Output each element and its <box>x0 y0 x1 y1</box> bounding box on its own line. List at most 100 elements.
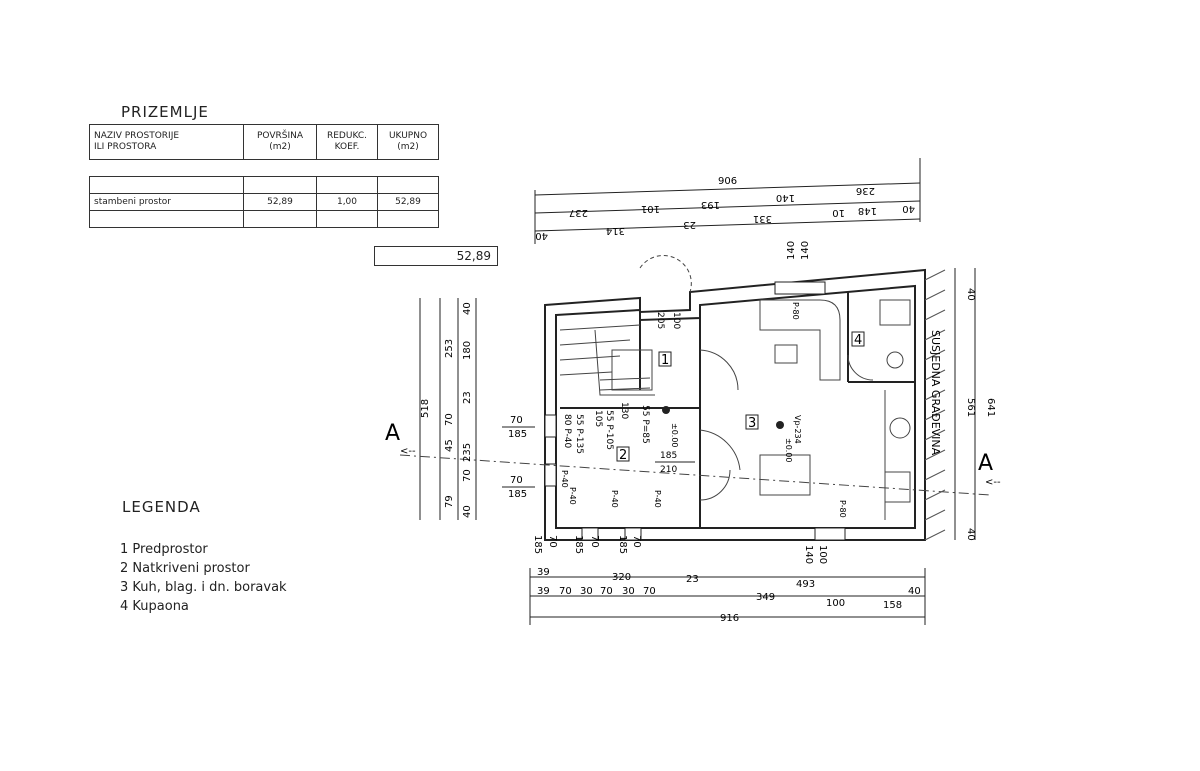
window <box>624 527 642 541</box>
legend-item: 2 Natkriveni prostor <box>120 561 250 576</box>
dimension-line-top-2 <box>534 200 921 214</box>
dim-label: 55 P-135 <box>574 414 584 454</box>
door-swing <box>699 469 731 501</box>
dim-label: 210 <box>660 465 677 475</box>
window <box>544 414 557 438</box>
dim-label: 518 <box>420 399 431 418</box>
dim-label: 105 <box>593 410 603 427</box>
dim-label: 101 <box>641 203 660 214</box>
dim-label: 236 <box>856 185 875 196</box>
dim-total: 916 <box>720 613 739 624</box>
dim-label: 185 <box>508 429 527 440</box>
dim-label: 314 <box>606 225 625 236</box>
dim-label: 23 <box>462 391 473 404</box>
dim-label: 40 <box>908 586 921 597</box>
dim-label: 349 <box>756 592 775 603</box>
room-number: 1 <box>661 353 669 368</box>
dim-label: 70 <box>643 586 656 597</box>
table-row: stambeni prostor 52,89 1,00 52,89 <box>89 193 439 211</box>
dim-label: 39 <box>537 567 550 578</box>
dim-label: 70 <box>547 535 558 548</box>
dim-label: 130 <box>619 402 629 419</box>
door-swing <box>699 349 739 391</box>
dim-label: 70 <box>559 586 572 597</box>
dim-label: 158 <box>883 600 902 611</box>
parapet-label: Vp-234 <box>793 415 802 444</box>
dim-label: 140 <box>800 241 811 260</box>
dim-label: 140 <box>803 545 814 564</box>
dim-label: 180 <box>462 341 473 360</box>
window <box>544 463 557 487</box>
dim-label: 70 <box>589 535 600 548</box>
dim-label: 55 P=85 <box>640 405 650 444</box>
dim-label: 40 <box>965 288 976 301</box>
neighbour-label: SUSJEDNA GRAĐEVINA <box>929 330 942 456</box>
area-table-header: NAZIV PROSTORIJE ILI PROSTORA POVRŠINA (… <box>89 124 439 160</box>
dim-label: 100 <box>826 598 845 609</box>
dim-label: 40 <box>535 230 548 241</box>
dim-label: 40 <box>462 505 473 518</box>
dim-label: 40 <box>965 528 976 541</box>
parapet-label: P-80 <box>838 500 847 518</box>
table-title: PRIZEMLJE <box>121 103 209 121</box>
dim-label: 193 <box>701 199 720 210</box>
toilet <box>886 351 904 369</box>
legend-item: 1 Predprostor <box>120 542 208 557</box>
neighbour-hatch <box>924 269 946 541</box>
window <box>774 281 826 295</box>
svg-text:<--: <-- <box>400 446 416 457</box>
parapet-label: P-80 <box>791 302 800 320</box>
dim-label: 148 <box>858 205 877 216</box>
dim-label: 70 <box>600 586 613 597</box>
dim-label: 205 <box>655 312 665 329</box>
dim-label: 40 <box>462 302 473 315</box>
stove <box>884 471 911 503</box>
parapet-label: P-40 <box>653 490 662 508</box>
dim-label: 45 <box>444 439 455 452</box>
level-label: ±0.00 <box>784 438 793 463</box>
dim-label: 140 <box>786 241 797 260</box>
dim-label: 331 <box>753 213 772 224</box>
dim-label: 70 <box>462 469 473 482</box>
section-line <box>399 454 991 496</box>
dim-label: 100 <box>817 545 828 564</box>
area-table-body: stambeni prostor 52,89 1,00 52,89 <box>89 176 439 228</box>
dim-label: 80 P-40 <box>562 414 572 449</box>
dim-label: 641 <box>985 398 996 417</box>
col-total-header: UKUPNO (m2) <box>377 124 439 160</box>
dim-label: 40 <box>902 203 915 214</box>
dim-label: 70 <box>444 413 455 426</box>
dimension-line-top-total <box>534 182 921 196</box>
room-number: 4 <box>854 333 862 348</box>
staircase <box>559 324 655 396</box>
window <box>814 527 846 541</box>
dim-label: 39 <box>537 586 550 597</box>
dim-label: 185 <box>660 451 677 461</box>
dim-top-total: 906 <box>718 176 737 187</box>
dim-label: 55 P-105 <box>604 410 614 450</box>
dim-label: 253 <box>444 339 455 358</box>
level-label: ±0.00 <box>670 423 679 448</box>
col-name-header: NAZIV PROSTORIJE ILI PROSTORA <box>89 124 244 160</box>
dim-label: 320 <box>612 572 631 583</box>
dim-label: 79 <box>444 495 455 508</box>
room-number: 3 <box>748 416 756 431</box>
dim-label: 70 <box>510 475 523 486</box>
window <box>581 527 599 541</box>
dim-label: 23 <box>683 219 696 230</box>
outer-wall <box>544 268 926 541</box>
dim-label: 185 <box>532 535 543 554</box>
parapet-label: P-40 <box>610 490 619 508</box>
section-marker-left: A <box>385 421 400 446</box>
dim-label: 235 <box>462 443 473 462</box>
section-marker-right: A <box>978 451 993 476</box>
col-area-header: POVRŠINA (m2) <box>243 124 317 160</box>
dim-label: 10 <box>832 207 845 218</box>
parapet-label: P-40 <box>568 487 577 505</box>
arch <box>639 255 692 293</box>
svg-text:<--: <-- <box>985 477 1001 488</box>
dim-label: 185 <box>508 489 527 500</box>
dim-label: 561 <box>965 398 976 417</box>
dimension-line-top-3 <box>534 218 921 232</box>
